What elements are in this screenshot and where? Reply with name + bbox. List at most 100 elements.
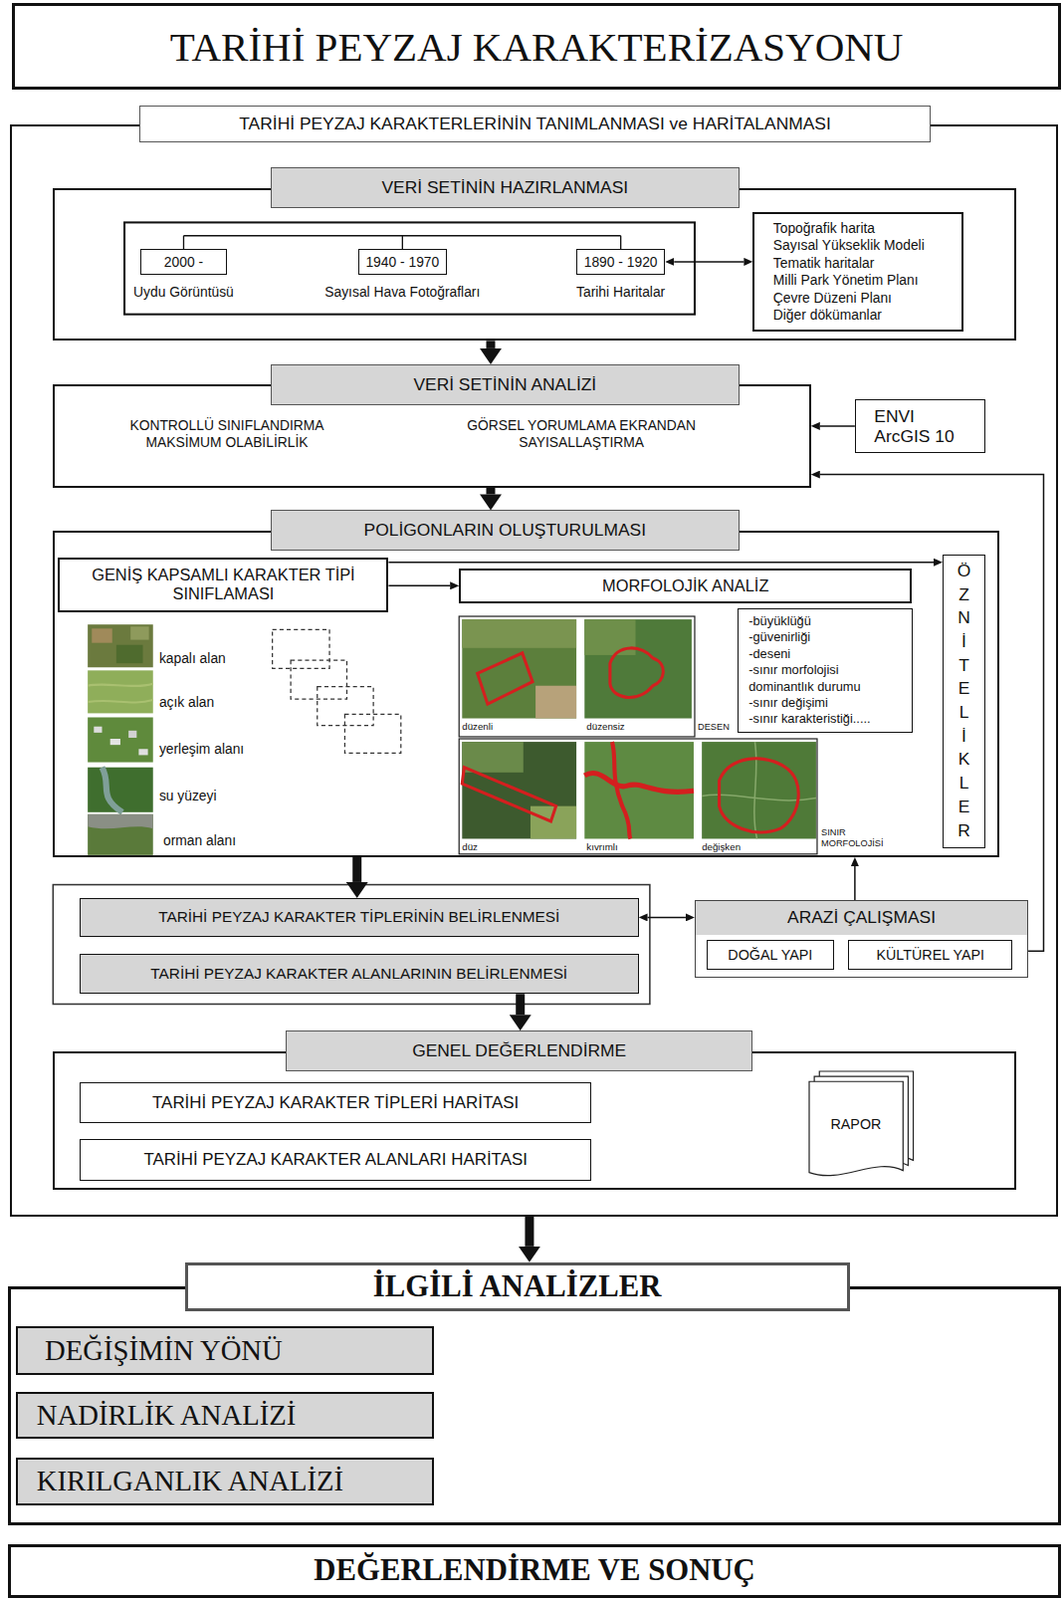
aerial-image: [461, 741, 577, 839]
aerial-image: [584, 741, 694, 839]
node-text: ARAZİ ÇALIŞMASI: [787, 906, 936, 928]
node-text: DOĞAL YAPI: [727, 946, 813, 963]
thumbnail-patch: [130, 626, 149, 639]
image-label: kapalı alan: [159, 650, 226, 667]
aerial-field: [535, 685, 577, 719]
image-label: kıvrımlı: [586, 841, 618, 852]
vertical-label-box: ÖZNİTELİKLER: [942, 554, 986, 849]
thumbnail-patch: [91, 628, 112, 642]
flow-arrow: [485, 340, 495, 349]
node-text: 1940 - 1970: [365, 253, 439, 270]
list-item: Diğer dökümanlar: [773, 306, 882, 324]
process-box: KÜLTÜREL YAPI: [848, 939, 1013, 970]
aerial-field: [461, 619, 577, 648]
section-box: GENEL DEĞERLENDİRME TARİHİ PEYZAJ KARAKTE…: [52, 1030, 1017, 1190]
aerial-image: [701, 741, 817, 839]
list-item: -güvenirliği: [748, 629, 811, 645]
process-box: ENVI ArcGIS 10: [854, 399, 986, 453]
thumbnail-patch: [93, 726, 102, 733]
hedgerow: [701, 741, 817, 839]
node-text: KONTROLLÜ SINIFLANDIRMA MAKSİMUM OLABİLİ…: [107, 417, 348, 450]
image-label: orman alanı: [163, 833, 236, 850]
node-text: 2000 -: [164, 253, 204, 270]
list-item: -sınır değişimi: [748, 694, 829, 711]
node-text: RAPOR: [830, 1115, 881, 1132]
section-box: VERİ SETİNİN ANALİZİ KONTROLLÜ SINIFLANDI…: [52, 364, 812, 488]
process-box: DEĞİŞİMİN YÖNÜ: [15, 1325, 433, 1374]
process-box: MORFOLOJİK ANALİZ: [458, 568, 912, 604]
list-item: Topoğrafik harita: [773, 219, 875, 237]
node-text: TARİHİ PEYZAJ KARAKTERLERİNİN TANIMLANMA…: [238, 113, 832, 135]
thumbnail-texture: [87, 683, 154, 703]
aerial-field: [461, 741, 523, 773]
thumbnail: [87, 669, 154, 713]
title-box: TARİHİ PEYZAJ KARAKTERİZASYONU: [11, 2, 1062, 90]
timeline-frame: [124, 221, 695, 314]
image-label: değişken: [701, 841, 741, 852]
image-label: düz: [461, 841, 478, 852]
image-label: su yüzeyi: [159, 788, 217, 805]
period-box: 1940 - 1970Sayısal Hava Fotoğrafları: [358, 248, 447, 275]
thumbnail: [87, 814, 154, 855]
image-frame: [458, 616, 695, 737]
node-text: Sayısal Hava Fotoğrafları: [324, 283, 480, 300]
node-text: İLGİLİ ANALİZLER: [373, 1269, 662, 1304]
dashed-rect: [317, 686, 374, 726]
meandering-boundary: [612, 741, 631, 839]
image-label: DESEN: [697, 721, 730, 733]
process-box: KIRILGANLIK ANALİZİ: [15, 1457, 433, 1505]
list-item: Milli Park Yönetim Planı: [773, 271, 919, 289]
node-text: POLİGONLARIN OLUŞTURULMASI: [364, 519, 646, 541]
process-box: DEĞERLENDİRME VE SONUÇ: [7, 1543, 1062, 1598]
list-item: Çevre Düzeni Planı: [773, 289, 892, 307]
overlapping-dashed-rects: [272, 629, 402, 753]
process-box: TARİHİ PEYZAJ KARAKTER ALANLARI HARİTASI: [79, 1138, 593, 1181]
thumbnail-patch: [110, 738, 121, 745]
section-box: POLİGONLARIN OLUŞTURULMASI GENİŞ KAPSAMLI…: [52, 509, 1000, 856]
flow-arrow: [352, 856, 362, 882]
image-label: düzenli: [461, 720, 493, 732]
node-text: Uydu Görüntüsü: [133, 283, 234, 300]
thumbnail-river: [101, 767, 122, 813]
section-box: İLGİLİ ANALİZLER DEĞİŞİMİN YÖNÜ NADİRLİK A…: [7, 1262, 1062, 1525]
thumbnail-patch: [138, 748, 148, 755]
node-text: VERİ SETİNİN ANALİZİ: [413, 374, 597, 396]
node-text: NADİRLİK ANALİZİ: [36, 1398, 297, 1432]
process-box: GENİŞ KAPSAMLI KARAKTER TİPİ SINIFLAMASI: [57, 557, 389, 613]
heading-band: ARAZİ ÇALIŞMASI: [695, 900, 1028, 935]
image-label: açık alan: [159, 694, 214, 711]
frame-rect: [124, 221, 695, 314]
list-item: -büyüklüğü: [748, 613, 812, 630]
process-box: DOĞAL YAPI: [706, 939, 835, 970]
thumbnail: [87, 716, 154, 762]
meandering-boundary: [584, 772, 694, 792]
flow-arrow: [485, 487, 495, 495]
list-item: Sayısal Yükseklik Modeli: [773, 236, 925, 254]
flow-arrow: [524, 1216, 534, 1247]
section-heading: GENEL DEĞERLENDİRME: [285, 1030, 753, 1071]
node-text: GÖRSEL YORUMLAMA EKRANDAN SAYISALLAŞTIRM…: [443, 417, 720, 450]
node-text: TARİHİ PEYZAJ KARAKTER TİPLERİ HARİTASI: [152, 1092, 519, 1113]
list-box: Topoğrafik haritaSayısal Yükseklik Model…: [752, 212, 963, 332]
list-item: dominantlık durumu: [748, 678, 860, 695]
list-box: -büyüklüğü-güvenirliği-deseni-sınır morf…: [737, 608, 913, 733]
node-text: KÜLTÜREL YAPI: [875, 946, 985, 963]
node-text: DEĞİŞİMİN YÖNÜ: [44, 1333, 283, 1367]
thumbnail: [87, 624, 154, 667]
section-heading: TARİHİ PEYZAJ KARAKTERLERİNİN TANIMLANMA…: [139, 105, 930, 144]
bracket-line: [183, 235, 621, 249]
list-item: -sınır morfolojisi: [748, 661, 839, 678]
connector-arrow: [647, 916, 686, 919]
node-text: VERİ SETİNİN HAZIRLANMASI: [382, 177, 630, 199]
thumbnail-patch: [128, 730, 137, 738]
connector-arrow: [820, 425, 855, 427]
node-text: TARİHİ PEYZAJ KARAKTER ALANLARININ BELİR…: [150, 964, 568, 983]
document-page: [809, 1080, 903, 1175]
group-frame: [52, 884, 650, 1005]
image-label: SINIR MORFOLOJİSİ: [821, 827, 893, 849]
node-text: MORFOLOJİK ANALİZ: [602, 576, 769, 596]
node-text: ÖZNİTELİKLER: [957, 559, 972, 843]
node-text: Tarihi Haritalar: [576, 283, 665, 300]
node-text: GENEL DEĞERLENDİRME: [412, 1040, 627, 1062]
dashed-rect: [344, 713, 401, 753]
